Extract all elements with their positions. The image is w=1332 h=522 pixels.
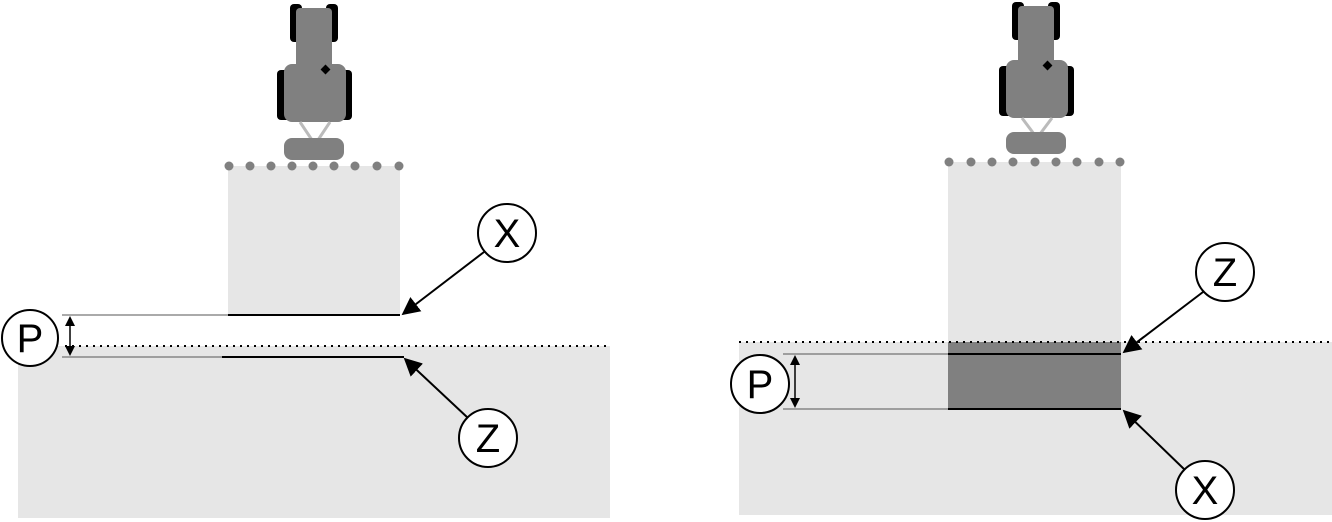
svg-text:X: X: [494, 212, 521, 256]
svg-text:P: P: [747, 363, 774, 407]
right-diagram: Z X P: [730, 2, 1332, 520]
svg-text:Z: Z: [476, 417, 500, 461]
right-callout-x: X: [1175, 460, 1235, 520]
left-callout-p: P: [1, 309, 59, 367]
left-x-pointer-arrow: [401, 251, 485, 316]
left-sprayed-strip: [228, 166, 400, 315]
left-callout-x: X: [477, 203, 537, 263]
right-callout-p: P: [730, 354, 790, 414]
right-x-pointer-arrow: [1122, 409, 1186, 471]
svg-text:Z: Z: [1213, 251, 1237, 295]
left-callout-z: Z: [458, 408, 518, 468]
boom-nozzle-icon: [944, 157, 1125, 167]
left-field-area: [18, 346, 610, 518]
left-diagram: X Z P: [1, 4, 610, 518]
double-arrow-icon: [65, 316, 75, 356]
right-z-pointer-arrow: [1122, 291, 1204, 354]
right-overlap-zone: [948, 342, 1121, 409]
boom-nozzle-icon: [224, 161, 404, 171]
svg-text:X: X: [1192, 469, 1219, 513]
right-callout-z: Z: [1195, 242, 1255, 302]
left-z-pointer-arrow: [403, 357, 469, 419]
svg-text:P: P: [17, 317, 44, 361]
right-sprayed-strip: [948, 162, 1121, 343]
tractor-icon: [999, 2, 1074, 154]
double-arrow-icon: [790, 355, 800, 408]
tractor-icon: [277, 4, 352, 160]
